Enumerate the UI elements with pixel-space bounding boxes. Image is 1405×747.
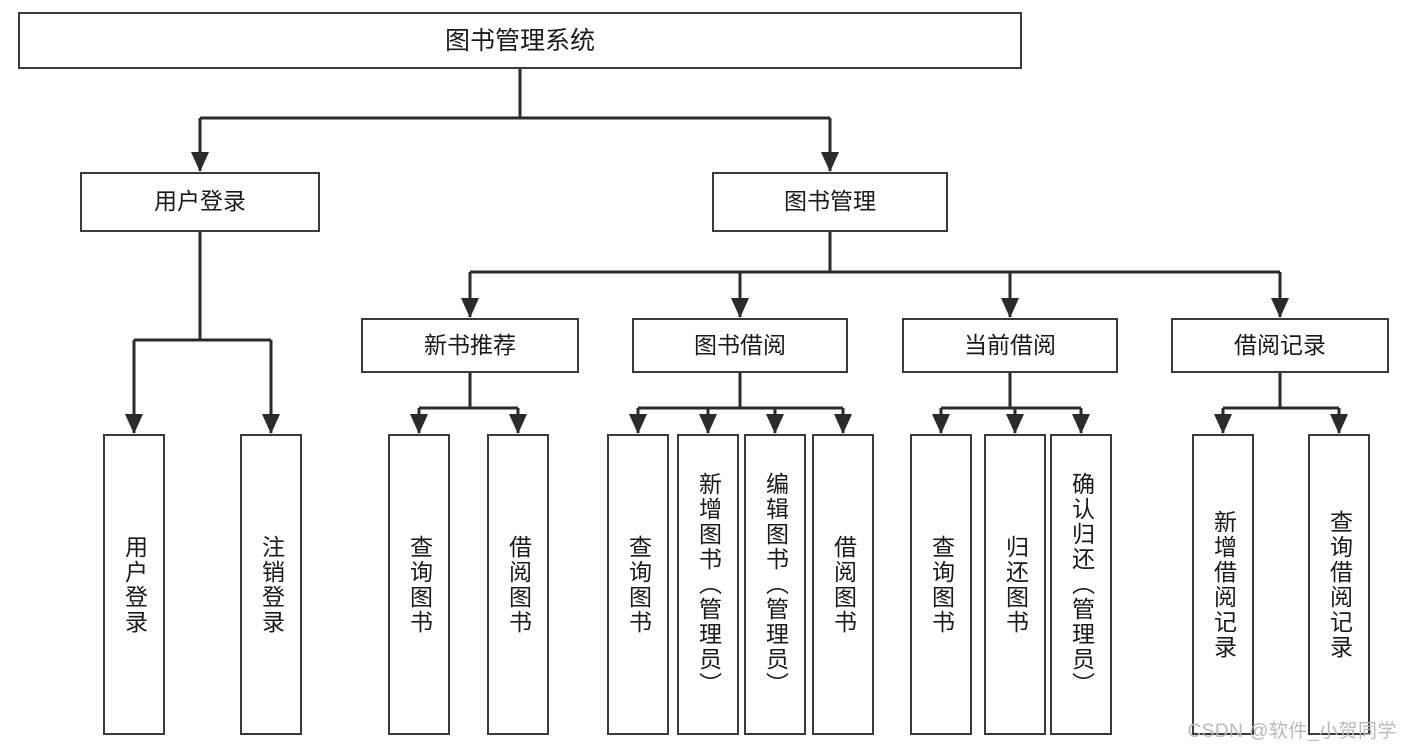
node-label: 图书借阅	[694, 331, 786, 358]
node-label: 编辑图书（管理员）	[762, 472, 789, 697]
node-label: 注销登录	[258, 534, 285, 635]
node-user-login[interactable]: 用户登录	[80, 172, 320, 232]
node-label: 查询图书	[625, 534, 652, 635]
leaf-node-leaf-return-book[interactable]: 归还图书	[984, 434, 1046, 735]
leaf-node-leaf-confirm-return[interactable]: 确认归还（管理员）	[1050, 434, 1112, 735]
leaf-node-leaf-query-book-brw[interactable]: 查询图书	[607, 434, 669, 735]
node-label: 查询图书	[406, 534, 433, 635]
node-current-borrow[interactable]: 当前借阅	[902, 318, 1118, 373]
node-label: 当前借阅	[964, 331, 1056, 358]
leaf-node-leaf-borrow-book-rec[interactable]: 借阅图书	[487, 434, 549, 735]
leaf-node-leaf-add-book[interactable]: 新增图书（管理员）	[677, 434, 739, 735]
node-label: 查询图书	[928, 534, 955, 635]
node-label: 借阅图书	[505, 534, 532, 635]
leaf-node-leaf-user-logout[interactable]: 注销登录	[240, 434, 302, 735]
node-label: 图书管理系统	[444, 26, 595, 55]
node-label: 图书管理	[784, 188, 876, 215]
node-label: 用户登录	[121, 534, 148, 635]
node-label: 新书推荐	[424, 331, 516, 358]
leaf-node-leaf-query-book-rec[interactable]: 查询图书	[388, 434, 450, 735]
leaf-node-leaf-borrow-book-brw[interactable]: 借阅图书	[812, 434, 874, 735]
node-new-book-rec[interactable]: 新书推荐	[361, 318, 579, 373]
node-label: 查询借阅记录	[1326, 509, 1353, 660]
leaf-node-leaf-user-login[interactable]: 用户登录	[103, 434, 165, 735]
watermark-label: CSDN @软件_小贺同学	[1187, 721, 1397, 742]
leaf-node-leaf-query-book-cur[interactable]: 查询图书	[910, 434, 972, 735]
node-root[interactable]: 图书管理系统	[18, 12, 1022, 69]
node-label: 新增借阅记录	[1210, 509, 1237, 660]
leaf-node-leaf-query-record[interactable]: 查询借阅记录	[1308, 434, 1370, 735]
node-label: 借阅记录	[1234, 331, 1326, 358]
node-borrow-record[interactable]: 借阅记录	[1171, 318, 1389, 373]
node-label: 新增图书（管理员）	[695, 472, 722, 697]
node-label: 借阅图书	[830, 534, 857, 635]
node-label: 归还图书	[1002, 534, 1029, 635]
leaf-node-leaf-edit-book[interactable]: 编辑图书（管理员）	[744, 434, 806, 735]
leaf-node-leaf-add-record[interactable]: 新增借阅记录	[1192, 434, 1254, 735]
node-label: 确认归还（管理员）	[1068, 472, 1095, 697]
node-label: 用户登录	[154, 188, 246, 215]
node-book-manage[interactable]: 图书管理	[712, 172, 948, 232]
node-book-borrow[interactable]: 图书借阅	[632, 318, 848, 373]
